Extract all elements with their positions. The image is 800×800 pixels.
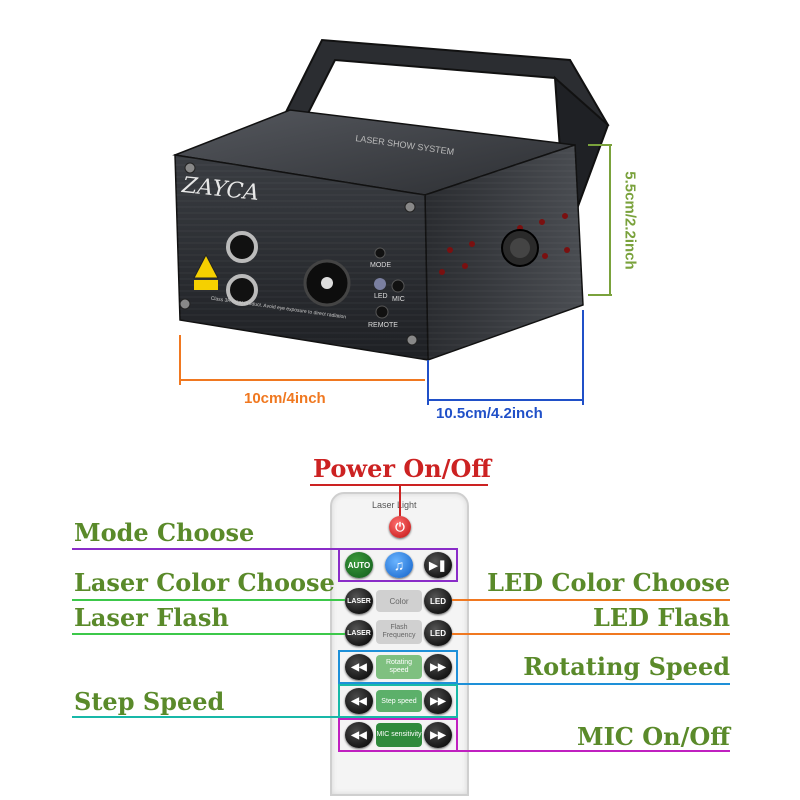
rotating-highlight-box <box>338 650 458 684</box>
sound-mode-button[interactable]: ♫ <box>385 552 413 578</box>
mic-callout-label: MIC On/Off <box>577 722 730 751</box>
forward-icon: ▶▶ <box>430 695 446 707</box>
led-label: LED <box>374 293 388 300</box>
led-flash-button[interactable]: LED <box>424 620 452 646</box>
mic-highlight-box <box>338 718 458 752</box>
laser-flash-button[interactable]: LASER <box>345 620 373 646</box>
laser-color-callout-line <box>72 599 345 601</box>
height-dimension: 5.5cm/2.2inch <box>621 171 639 270</box>
step-speed-up-button[interactable]: ▶▶ <box>424 688 452 714</box>
color-panel: Color <box>376 590 422 612</box>
led-flash-callout-line <box>452 633 730 635</box>
width-dimension: 10cm/4inch <box>244 390 326 407</box>
mic-sensitivity-panel: MIC sensitivity <box>376 723 422 747</box>
play-pause-icon: ▶❚ <box>429 559 447 572</box>
step-callout-line <box>72 716 338 718</box>
mic-label: MIC <box>392 296 405 303</box>
play-pause-button[interactable]: ▶❚ <box>424 552 452 578</box>
rotating-callout-line <box>458 683 730 685</box>
rewind-icon: ◀◀ <box>351 661 367 673</box>
depth-dimension: 10.5cm/4.2inch <box>436 405 543 422</box>
forward-icon: ▶▶ <box>430 729 446 741</box>
power-callout-connector <box>399 484 401 516</box>
mode-callout-label: Mode Choose <box>74 518 255 547</box>
flash-frequency-panel: Flash Frequency <box>376 620 422 644</box>
rotating-speed-up-button[interactable]: ▶▶ <box>424 654 452 680</box>
power-icon: ⏻ <box>395 519 405 534</box>
remote-label: REMOTE <box>368 322 398 329</box>
mode-label: MODE <box>370 262 391 269</box>
led-flash-callout-label: LED Flash <box>592 603 730 632</box>
step-highlight-box <box>338 684 458 718</box>
laser-color-callout-label: Laser Color Choose <box>74 568 335 597</box>
rotating-speed-panel: Rotating speed <box>376 655 422 679</box>
rotating-speed-down-button[interactable]: ◀◀ <box>345 654 373 680</box>
music-note-icon: ♫ <box>393 557 405 573</box>
led-color-callout-label: LED Color Choose <box>487 568 730 597</box>
led-color-callout-line <box>452 599 730 601</box>
laser-projector-illustration <box>172 38 612 405</box>
step-callout-label: Step Speed <box>74 687 225 716</box>
rewind-icon: ◀◀ <box>351 695 367 707</box>
auto-button[interactable]: AUTO <box>345 552 373 578</box>
mode-callout-line <box>72 548 338 550</box>
power-callout-label: Power On/Off <box>313 454 492 483</box>
forward-icon: ▶▶ <box>430 661 446 673</box>
mic-sensitivity-down-button[interactable]: ◀◀ <box>345 722 373 748</box>
rewind-icon: ◀◀ <box>351 729 367 741</box>
mode-highlight-box <box>338 548 458 582</box>
mic-sensitivity-up-button[interactable]: ▶▶ <box>424 722 452 748</box>
led-color-button[interactable]: LED <box>424 588 452 614</box>
laser-flash-callout-label: Laser Flash <box>74 603 229 632</box>
power-button[interactable]: ⏻ <box>389 516 411 538</box>
step-speed-down-button[interactable]: ◀◀ <box>345 688 373 714</box>
remote-header: Laser Light <box>372 500 417 510</box>
step-speed-panel: Step speed <box>376 690 422 712</box>
mic-callout-line <box>458 750 730 752</box>
laser-color-button[interactable]: LASER <box>345 588 373 614</box>
laser-flash-callout-line <box>72 633 345 635</box>
rotating-callout-label: Rotating Speed <box>523 652 730 681</box>
